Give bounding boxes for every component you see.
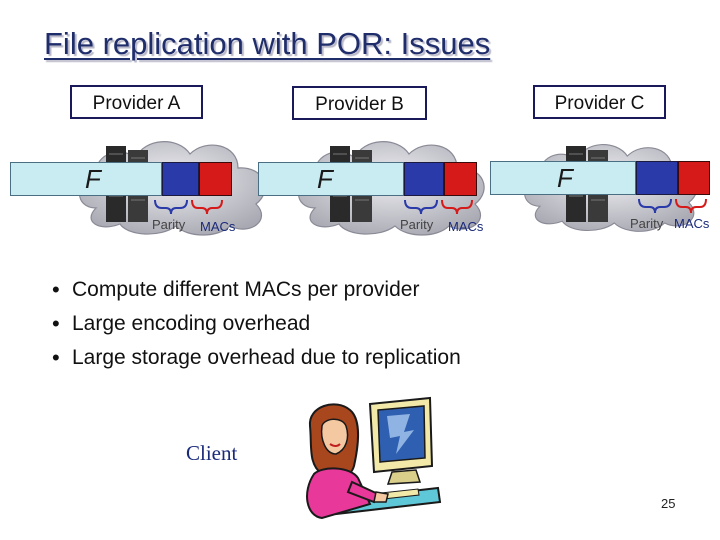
brace-icon (638, 198, 707, 214)
provider-c-label: Provider C (533, 85, 666, 119)
bullet-icon: • (52, 345, 60, 370)
bullet-item: •Large storage overhead due to replicati… (52, 345, 461, 370)
bullet-list: •Compute different MACs per provider •La… (52, 276, 461, 378)
parity-block (404, 162, 444, 196)
file-block: F (10, 162, 162, 196)
file-block: F (490, 161, 636, 195)
macs-label: MACs (200, 219, 236, 234)
parity-block (636, 161, 678, 195)
client-user-icon (306, 396, 442, 520)
provider-b-file-bar: F (258, 162, 477, 196)
slide-title: File replication with POR: Issues (44, 26, 491, 61)
provider-c-file-bar: F (490, 161, 710, 195)
provider-a-label: Provider A (70, 85, 203, 119)
brace-icon (154, 199, 223, 215)
provider-a-file-bar: F (10, 162, 232, 196)
parity-label: Parity (152, 217, 186, 232)
macs-block (678, 161, 710, 195)
file-label: F (317, 164, 333, 194)
bullet-icon: • (52, 311, 60, 336)
macs-block (199, 162, 232, 196)
parity-label: Parity (630, 216, 664, 231)
file-block: F (258, 162, 404, 196)
file-label: F (85, 164, 101, 194)
brace-icon (404, 199, 473, 215)
parity-block (162, 162, 199, 196)
client-label: Client (186, 441, 238, 465)
parity-label: Parity (400, 217, 434, 232)
bullet-item: •Compute different MACs per provider (52, 277, 420, 302)
macs-block (444, 162, 477, 196)
macs-label: MACs (448, 219, 484, 234)
provider-b-label: Provider B (292, 86, 427, 120)
page-number: 25 (661, 496, 676, 511)
macs-label: MACs (674, 216, 710, 231)
file-label: F (557, 163, 573, 193)
bullet-icon: • (52, 277, 60, 302)
bullet-item: •Large encoding overhead (52, 311, 311, 336)
